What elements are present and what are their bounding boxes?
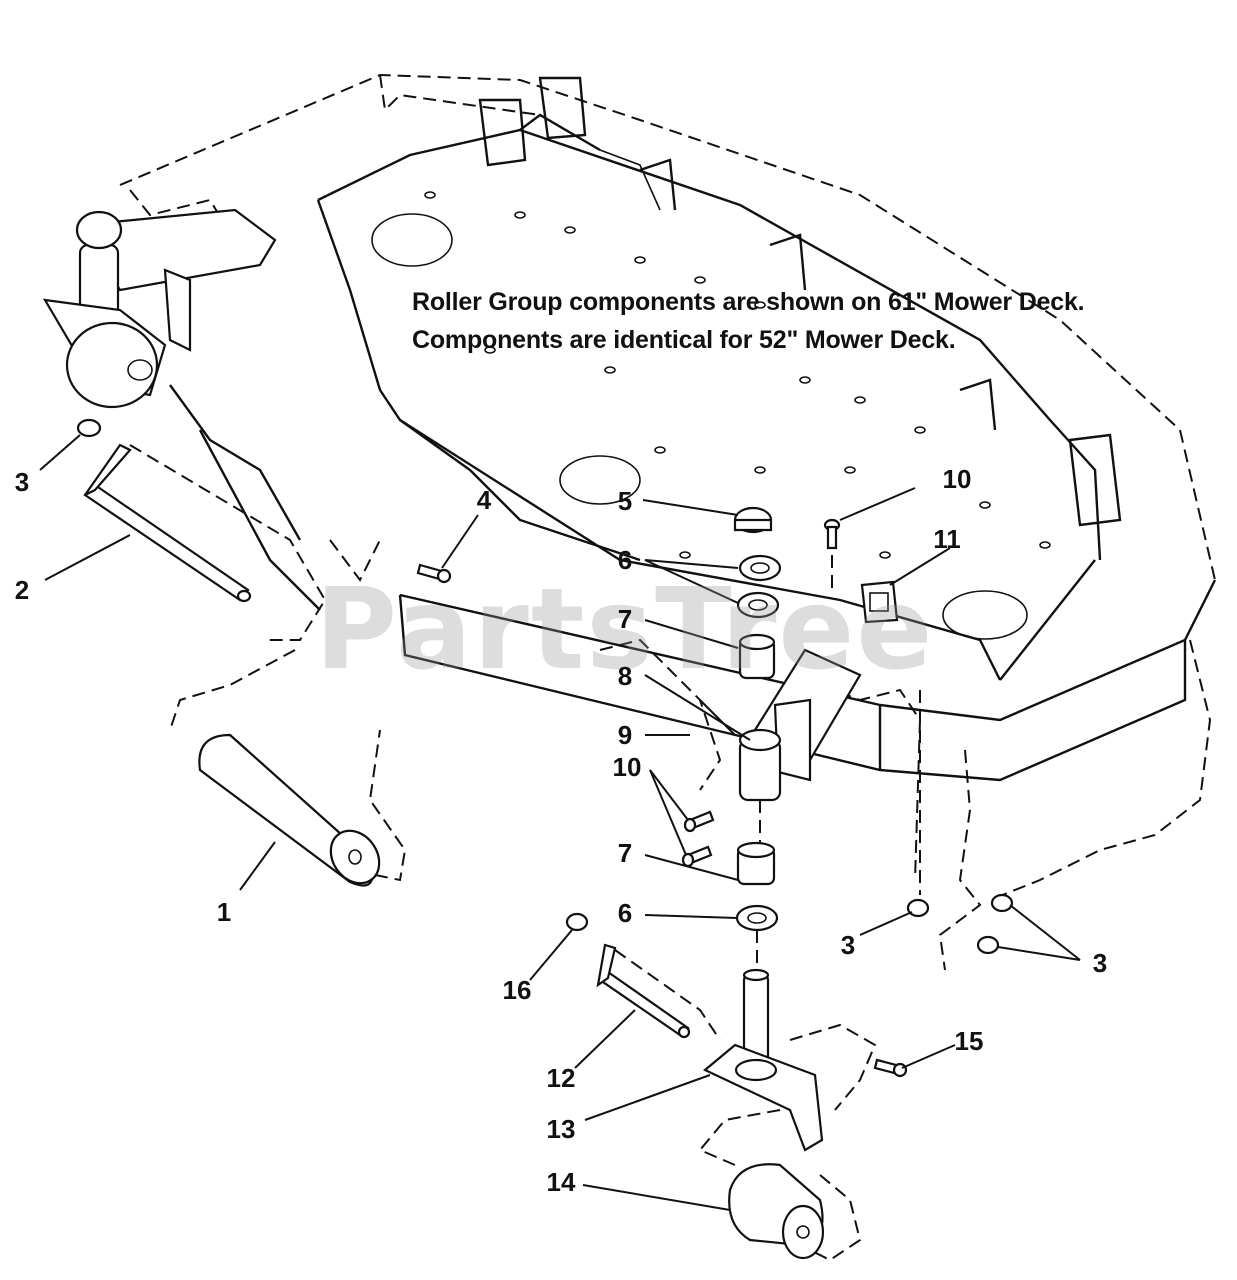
callout-12: 12 <box>546 1063 576 1093</box>
caster-fork-13 <box>702 968 824 1152</box>
center-spindle-stack <box>699 506 862 802</box>
callout-4: 4 <box>476 485 492 515</box>
callout-3-right: 3 <box>1092 948 1108 978</box>
callout-3-center: 3 <box>840 930 856 960</box>
callout-15: 15 <box>954 1026 984 1056</box>
bolt-15 <box>873 1058 908 1078</box>
callout-2: 2 <box>14 575 30 605</box>
lower-stack <box>735 841 779 932</box>
bolt-10b <box>681 810 715 868</box>
bolt-10a <box>823 518 841 550</box>
callout-7-lower: 7 <box>617 838 633 868</box>
callout-1: 1 <box>216 897 232 927</box>
note-line-1: Roller Group components are shown on 61"… <box>412 288 1085 316</box>
left-caster-assembly <box>42 208 277 409</box>
bolt-4 <box>416 563 452 584</box>
callout-16: 16 <box>502 975 532 1005</box>
callout-6-upper: 6 <box>617 545 633 575</box>
callout-10-lower: 10 <box>612 752 642 782</box>
washer-3a <box>76 418 102 438</box>
parts-tree-watermark: PartsTree <box>315 565 935 695</box>
axle-rod-12 <box>596 943 691 1039</box>
washer-16 <box>565 912 589 932</box>
callout-13: 13 <box>546 1114 576 1144</box>
callout-6-lower: 6 <box>617 898 633 928</box>
callout-10-upper: 10 <box>942 464 972 494</box>
callout-8: 8 <box>617 661 633 691</box>
leader-lines <box>39 434 1081 1211</box>
axle-rod-2 <box>83 443 252 603</box>
callout-5: 5 <box>617 486 633 516</box>
roller-1 <box>198 733 381 887</box>
clip-11 <box>860 580 899 624</box>
callout-14: 14 <box>546 1167 576 1197</box>
callout-11: 11 <box>933 524 961 554</box>
note-line-2: Components are identical for 52" Mower D… <box>412 326 956 354</box>
bearing-6a <box>738 554 782 582</box>
callout-3-upper-left: 3 <box>14 467 30 497</box>
washers-3 <box>906 893 1014 955</box>
callout-7-upper: 7 <box>617 604 633 634</box>
wheel-14 <box>728 1163 825 1260</box>
mower-deck <box>119 73 1217 971</box>
callout-9: 9 <box>617 720 633 750</box>
